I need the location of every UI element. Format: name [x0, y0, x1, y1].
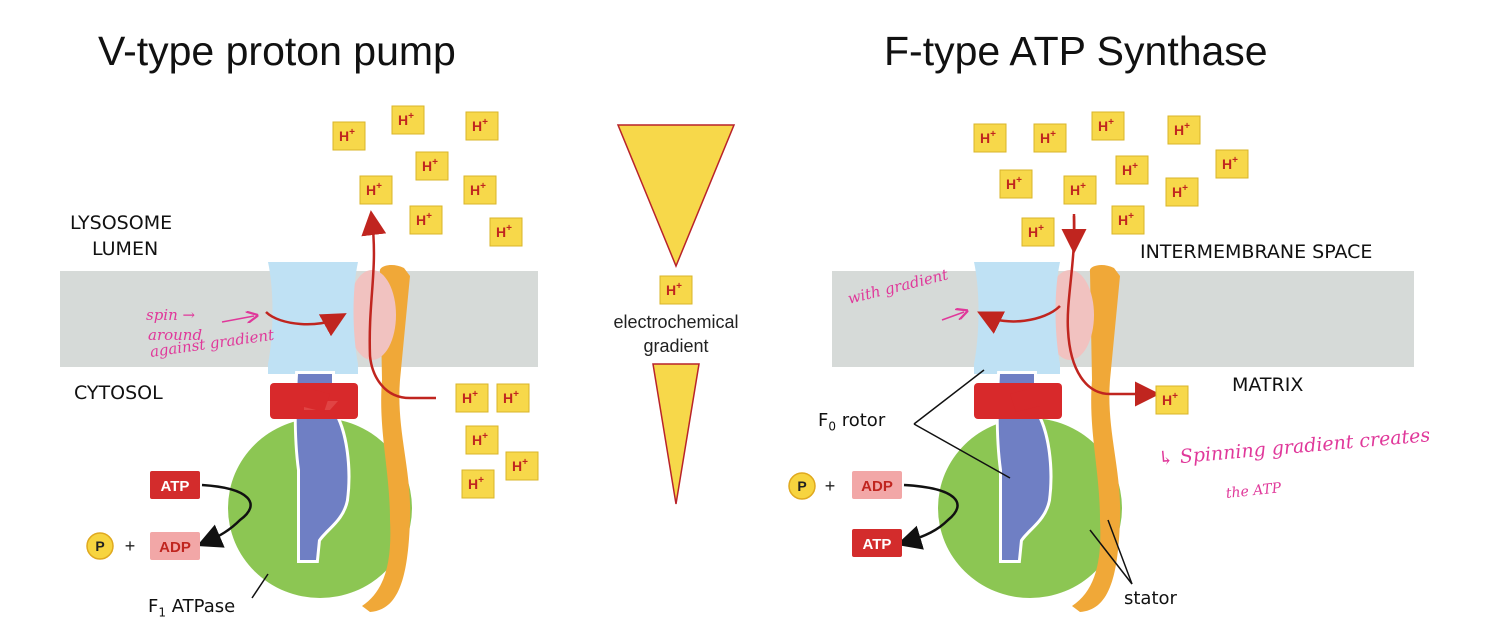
right-p-text: P — [797, 478, 806, 494]
gradient-label: electrochemical gradient — [596, 310, 756, 358]
right-rotor-ring — [974, 262, 1060, 374]
gradient-top-wedge — [616, 124, 736, 268]
proton-box: H+ — [1063, 175, 1097, 205]
proton-box: H+ — [463, 175, 497, 205]
proton-box: H+ — [1155, 385, 1189, 415]
right-atp-box — [852, 529, 902, 557]
left-f1-pointer — [251, 573, 269, 599]
proton-box: H+ — [659, 275, 693, 305]
rotor-text: rotor — [841, 410, 886, 431]
left-pink-subunit — [348, 270, 396, 360]
right-annotation-arrow — [941, 312, 964, 321]
intermembrane-label: INTERMEMBRANE SPACE — [1140, 241, 1373, 263]
title-f-type: F-type ATP Synthase — [884, 28, 1268, 74]
proton-box: H+ — [415, 151, 449, 181]
f1-prefix: F — [148, 596, 159, 617]
proton-box: H+ — [1111, 205, 1145, 235]
left-annotation-line-2: around — [148, 326, 203, 344]
cytosol-label: CYTOSOL — [74, 382, 163, 404]
lysosome-label: LYSOSOME — [70, 212, 173, 234]
right-proton-path — [1066, 215, 1160, 407]
proton-box: H+ — [496, 383, 530, 413]
gradient-label-line-1: electrochemical — [613, 312, 739, 332]
left-p-text: P — [95, 538, 104, 554]
right-membrane — [832, 271, 1414, 367]
left-atp-box — [150, 471, 200, 499]
title-v-type: V-type proton pump — [98, 28, 456, 74]
proton-box: H+ — [1115, 155, 1149, 185]
matrix-label: MATRIX — [1232, 374, 1304, 396]
proton-box: H+ — [391, 105, 425, 135]
right-phosphate — [788, 472, 816, 500]
left-annotation-arrow — [221, 316, 254, 322]
left-central-stalk — [293, 371, 351, 563]
right-atp-synthesis-arrow — [896, 483, 959, 550]
stator-pointer-2 — [1107, 519, 1133, 585]
left-proton-path — [361, 210, 436, 400]
left-stator-arm — [362, 265, 411, 612]
left-phosphate — [86, 532, 114, 560]
proton-box: H+ — [1091, 111, 1125, 141]
lumen-label: LUMEN — [92, 238, 159, 260]
proton-boxes: H+H+H+H+H+H+H+H+H+H+H+H+H+H+H+H+H+H+H+H+… — [332, 105, 1249, 499]
proton-box: H+ — [1033, 123, 1067, 153]
right-plus-text: + — [825, 476, 836, 496]
gradient-label-line-2: gradient — [643, 336, 709, 356]
left-v-type-pump — [60, 210, 538, 612]
right-atp-text: ATP — [863, 536, 892, 553]
right-f-type-synthase — [788, 214, 1414, 612]
right-adp-box — [852, 471, 902, 499]
proton-box: H+ — [332, 121, 366, 151]
stator-label: stator — [1124, 588, 1177, 609]
f0-rotor-label: F0 rotor — [818, 410, 885, 434]
f0-prefix: F — [818, 410, 829, 431]
left-adp-box — [150, 532, 200, 560]
proton-box: H+ — [465, 425, 499, 455]
rotor-pointer-2 — [913, 423, 1011, 479]
proton-box: H+ — [973, 123, 1007, 153]
right-stator-arm — [1072, 265, 1121, 612]
right-pink-subunit — [1046, 270, 1094, 360]
right-central-stalk — [995, 371, 1053, 563]
proton-box: H+ — [359, 175, 393, 205]
atpase-text: ATPase — [171, 596, 236, 617]
gradient-bottom-wedge — [652, 363, 700, 505]
proton-box: H+ — [1215, 149, 1249, 179]
proton-box: H+ — [999, 169, 1033, 199]
gradient-indicator — [616, 124, 736, 505]
f0-subscript: 0 — [828, 419, 836, 434]
rotor-pointer-1 — [913, 369, 985, 425]
left-rotor-ring — [268, 262, 358, 374]
right-adp-text: ADP — [861, 478, 893, 495]
left-plus-text: + — [125, 536, 136, 556]
proton-box: H+ — [505, 451, 539, 481]
left-adp-text: ADP — [159, 539, 191, 556]
proton-box: H+ — [489, 217, 523, 247]
proton-box: H+ — [1021, 217, 1055, 247]
proton-box: H+ — [409, 205, 443, 235]
proton-box: H+ — [1165, 177, 1199, 207]
proton-box: H+ — [461, 469, 495, 499]
proton-box: H+ — [1167, 115, 1201, 145]
left-atp-hydrolysis-arrow — [196, 483, 252, 548]
left-annotation-line-1: spin → — [146, 306, 196, 324]
proton-box: H+ — [465, 111, 499, 141]
proton-box: H+ — [455, 383, 489, 413]
left-atp-text: ATP — [161, 478, 190, 495]
f1-subscript: 1 — [158, 605, 166, 620]
f1-atpase-label: F1 ATPase — [148, 596, 235, 620]
stator-pointer-1 — [1089, 529, 1133, 585]
